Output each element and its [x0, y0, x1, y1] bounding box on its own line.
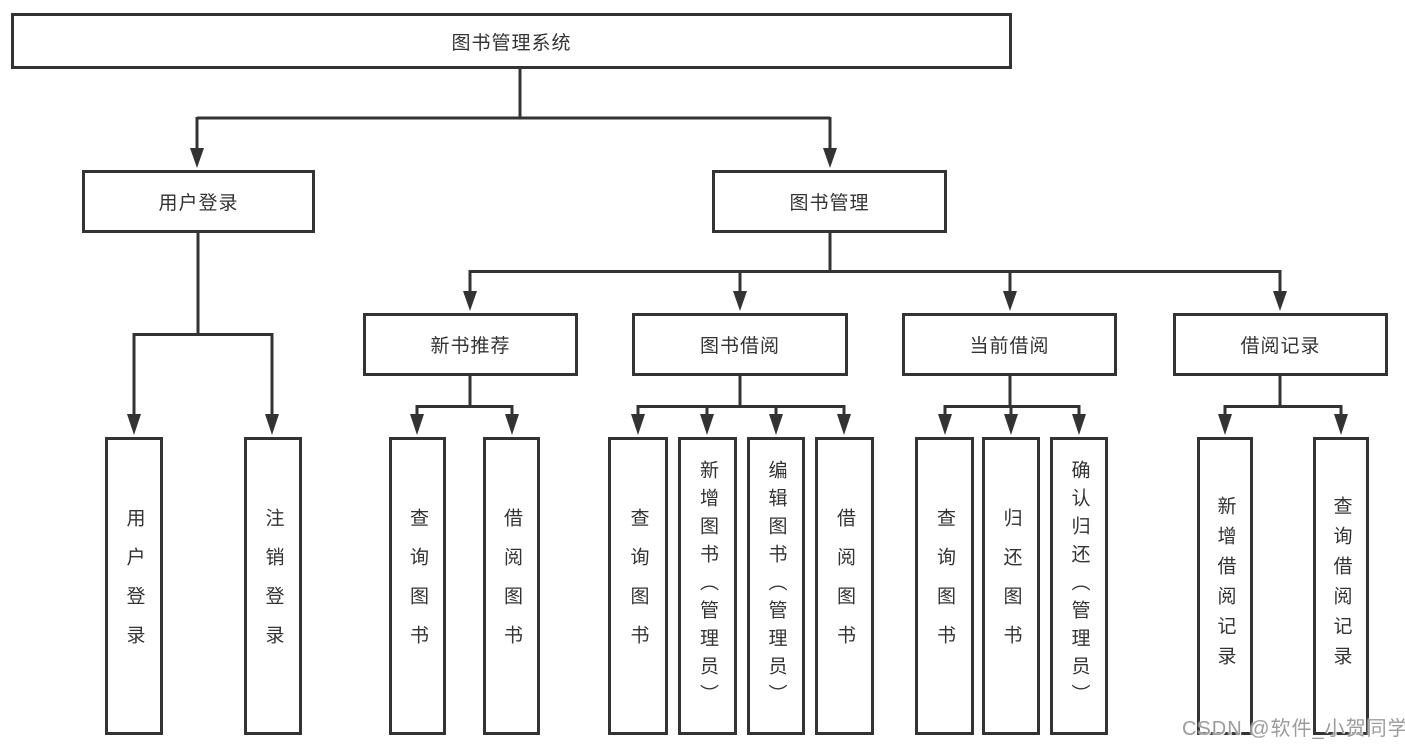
tree-edges	[132, 69, 1343, 417]
arrowhead-down-icon	[190, 148, 204, 168]
leaf-label: 用户登录	[123, 508, 145, 664]
edge-root-to-level2	[195, 69, 832, 150]
csdn-watermark: CSDN @软件_小贺同学	[1182, 718, 1405, 740]
leaf-confirm-return-admin: 确认归还（管理员）	[1050, 437, 1108, 735]
arrowhead-down-icon	[1072, 414, 1086, 435]
arrowhead-down-icon	[1218, 414, 1232, 435]
arrowheads	[127, 148, 1348, 435]
leaf-label: 归还图书	[1000, 508, 1022, 664]
leaf-label: 查询图书	[407, 508, 428, 664]
edge-book-mgmt-branch	[468, 233, 1282, 293]
leaf-edit-book-admin: 编辑图书（管理员）	[747, 437, 805, 735]
leaf-query-book-current: 查询图书	[915, 437, 974, 735]
leaf-label: 注销登录	[262, 508, 284, 664]
edge-recommend-branch	[415, 376, 514, 417]
edge-user-login-branch	[132, 233, 274, 417]
leaf-label: 确认归还（管理员）	[1068, 460, 1090, 712]
node-current-borrow: 当前借阅	[902, 313, 1117, 376]
arrowhead-down-icon	[463, 291, 477, 311]
arrowhead-down-icon	[733, 291, 747, 311]
leaf-label: 查询借阅记录	[1330, 496, 1352, 676]
leaf-add-borrow-record: 新增借阅记录	[1197, 437, 1253, 735]
edge-current-branch	[943, 376, 1081, 417]
leaf-label: 编辑图书（管理员）	[765, 460, 787, 712]
leaf-add-book-admin: 新增图书（管理员）	[678, 437, 737, 735]
leaf-return-book: 归还图书	[982, 437, 1040, 735]
leaf-label: 借阅图书	[834, 508, 855, 664]
leaf-label: 查询图书	[934, 508, 955, 664]
node-user-login: 用户登录	[82, 170, 315, 233]
arrowhead-down-icon	[265, 414, 279, 435]
node-library-system: 图书管理系统	[11, 13, 1012, 69]
arrowhead-down-icon	[505, 414, 519, 435]
arrowhead-down-icon	[127, 414, 141, 435]
arrowhead-down-icon	[769, 414, 783, 435]
leaf-query-book-borrow: 查询图书	[608, 437, 668, 735]
leaf-borrow-book: 借阅图书	[815, 437, 874, 735]
leaf-label: 借阅图书	[501, 508, 522, 664]
arrowhead-down-icon	[410, 414, 424, 435]
arrowhead-down-icon	[823, 148, 837, 168]
leaf-user-login: 用户登录	[105, 437, 163, 735]
arrowhead-down-icon	[700, 414, 714, 435]
node-book-management: 图书管理	[712, 170, 947, 233]
leaf-label: 新增图书（管理员）	[697, 460, 718, 712]
arrowhead-down-icon	[1004, 414, 1018, 435]
arrowhead-down-icon	[631, 414, 645, 435]
arrowhead-down-icon	[837, 414, 851, 435]
node-book-borrow: 图书借阅	[632, 313, 848, 376]
leaf-query-borrow-record: 查询借阅记录	[1313, 437, 1369, 735]
leaf-label: 新增借阅记录	[1214, 496, 1236, 676]
node-new-book-recommend: 新书推荐	[363, 313, 578, 376]
edge-borrow-branch	[636, 376, 846, 417]
edge-records-branch	[1223, 376, 1343, 417]
leaf-label: 查询图书	[627, 508, 649, 664]
arrowhead-down-icon	[1334, 414, 1348, 435]
leaf-query-book-recommend: 查询图书	[389, 437, 446, 735]
arrowhead-down-icon	[938, 414, 952, 435]
arrowhead-down-icon	[1003, 291, 1017, 311]
node-borrow-records: 借阅记录	[1173, 313, 1388, 376]
leaf-logout: 注销登录	[244, 437, 302, 735]
arrowhead-down-icon	[1273, 291, 1287, 311]
leaf-borrow-book-recommend: 借阅图书	[483, 437, 540, 735]
